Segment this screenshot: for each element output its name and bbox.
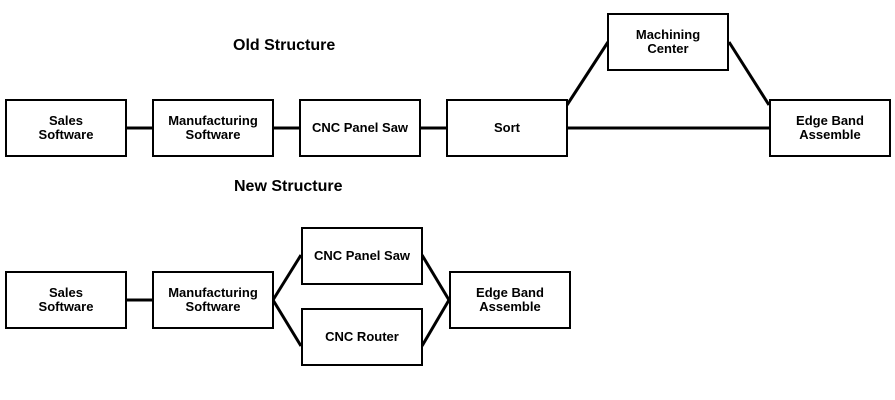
new-cnc-router-box: CNC Router bbox=[301, 308, 423, 366]
connector-new-router-edge-band bbox=[420, 299, 451, 347]
old-sales-software-label-line2: Software bbox=[38, 127, 94, 142]
new-edge-band-assemble-label-line2: Assemble bbox=[479, 299, 541, 314]
new-structure-title: New Structure bbox=[234, 178, 343, 195]
old-machining-center-box: Machining Center bbox=[607, 13, 729, 71]
new-cnc-panel-saw-label: CNC Panel Saw bbox=[313, 248, 411, 263]
old-machining-center-label-line2: Center bbox=[647, 41, 689, 56]
old-edge-band-assemble-label-line2: Assemble bbox=[799, 127, 861, 142]
new-edge-band-assemble-label-line1: Edge Band bbox=[476, 285, 544, 300]
new-sales-software-label-line1: Sales bbox=[49, 285, 83, 300]
connector-old-sort-machining bbox=[565, 41, 610, 106]
old-sort-label: Sort bbox=[494, 120, 520, 135]
old-edge-band-assemble-label-line1: Edge Band bbox=[796, 113, 864, 128]
connector-new-manufacturing-panel-saw bbox=[271, 254, 303, 301]
old-cnc-panel-saw-box: CNC Panel Saw bbox=[299, 99, 421, 157]
old-cnc-panel-saw-label: CNC Panel Saw bbox=[311, 120, 409, 135]
old-manufacturing-software-label-line1: Manufacturing bbox=[168, 113, 258, 128]
old-sales-software-box: Sales Software bbox=[5, 99, 127, 157]
new-manufacturing-software-label-line1: Manufacturing bbox=[168, 285, 258, 300]
old-sort-box: Sort bbox=[446, 99, 568, 157]
old-manufacturing-software-box: Manufacturing Software bbox=[152, 99, 274, 157]
old-manufacturing-software-label-line2: Software bbox=[185, 127, 241, 142]
connector-new-manufacturing-router bbox=[271, 299, 303, 347]
new-edge-band-assemble-box: Edge Band Assemble bbox=[449, 271, 571, 329]
new-cnc-panel-saw-box: CNC Panel Saw bbox=[301, 227, 423, 285]
old-edge-band-assemble-box: Edge Band Assemble bbox=[769, 99, 891, 157]
new-manufacturing-software-label-line2: Software bbox=[185, 299, 241, 314]
old-machining-center-label-line1: Machining bbox=[635, 27, 701, 42]
new-manufacturing-software-box: Manufacturing Software bbox=[152, 271, 274, 329]
new-sales-software-label-line2: Software bbox=[38, 299, 94, 314]
connector-new-panel-saw-edge-band bbox=[420, 254, 451, 301]
old-structure-title: Old Structure bbox=[233, 37, 336, 54]
new-sales-software-box: Sales Software bbox=[5, 271, 127, 329]
connector-old-machining-edge-band bbox=[727, 41, 771, 106]
old-sales-software-label-line1: Sales bbox=[49, 113, 83, 128]
new-cnc-router-label: CNC Router bbox=[325, 329, 399, 344]
